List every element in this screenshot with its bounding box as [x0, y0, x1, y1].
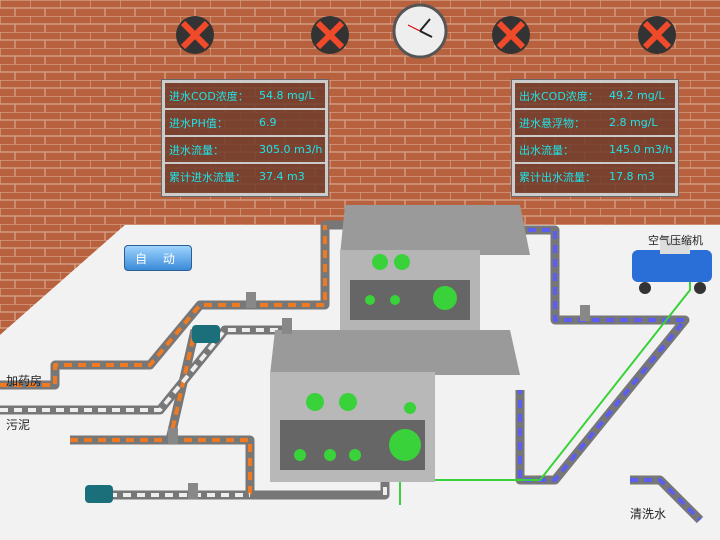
pumps	[85, 325, 220, 503]
exhaust-fan-icon	[491, 15, 531, 55]
inlet-row: 进水COD浓度：54.8 mg/L	[165, 83, 325, 110]
outlet-panel: 出水COD浓度：49.2 mg/L 进水悬浮物：2.8 mg/L 出水流量：14…	[512, 80, 678, 196]
inlet-row: 累计进水流量：37.4 m3	[169, 170, 305, 184]
filter-press-lower	[270, 330, 520, 482]
wash-water-label: 清洗水	[630, 507, 667, 521]
inlet-row: 进水PH值：6.9	[165, 110, 325, 137]
exhaust-fan-icon	[310, 15, 350, 55]
exhaust-fan-icon	[175, 15, 215, 55]
dosing-room-label: 加药房	[6, 374, 43, 388]
outlet-row: 进水悬浮物：2.8 mg/L	[515, 110, 675, 137]
exhaust-fan-icon	[637, 15, 677, 55]
air-compressor	[632, 238, 712, 294]
air-compressor-label: 空气压缩机	[648, 234, 703, 247]
inlet-panel: 进水COD浓度：54.8 mg/L 进水PH值：6.9 进水流量：305.0 m…	[162, 80, 328, 196]
auto-mode-button[interactable]: 自 动	[124, 245, 192, 271]
sludge-label: 污泥	[6, 418, 31, 432]
filter-press-upper	[340, 205, 530, 330]
wall-clock-icon	[392, 3, 448, 59]
outlet-row: 出水流量：145.0 m3/h	[515, 137, 675, 164]
valves	[168, 292, 590, 499]
outlet-row: 出水COD浓度：49.2 mg/L	[515, 83, 675, 110]
outlet-row: 累计出水流量：17.8 m3	[519, 170, 655, 184]
inlet-row: 进水流量：305.0 m3/h	[165, 137, 325, 164]
